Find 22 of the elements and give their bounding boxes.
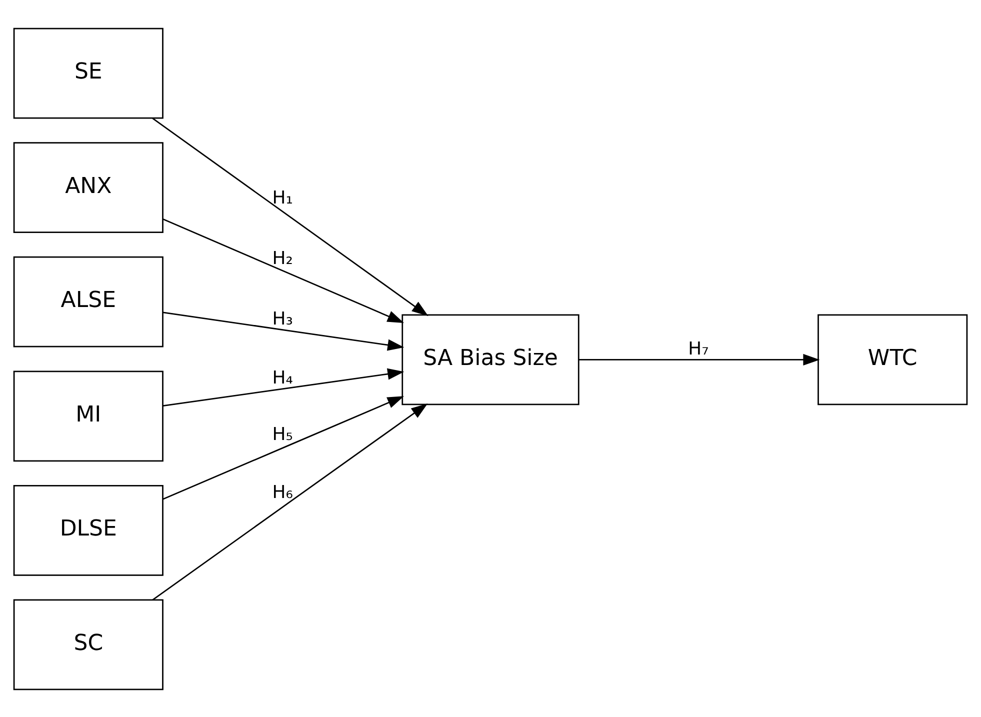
node-box: ALSE xyxy=(13,256,164,347)
arrow xyxy=(579,353,820,365)
edge-label: H₂ xyxy=(272,247,293,268)
arrow xyxy=(152,117,428,316)
edge-label: H₇ xyxy=(688,338,709,360)
arrow xyxy=(152,403,428,600)
edge-label: H₅ xyxy=(272,424,293,445)
node-box: MI xyxy=(13,370,164,462)
edge-label: H₄ xyxy=(272,367,293,388)
edge-label: H₁ xyxy=(272,186,293,208)
node-box: ANX xyxy=(13,142,164,232)
node-box: DLSE xyxy=(13,484,164,576)
edge-label: H₆ xyxy=(272,481,293,502)
node-box: WTC xyxy=(818,314,968,405)
arrow xyxy=(162,311,404,350)
node-box: SE xyxy=(13,27,164,118)
edge-label: H₃ xyxy=(272,308,293,329)
node-box: SC xyxy=(13,598,164,690)
arrow xyxy=(162,368,404,406)
arrow xyxy=(162,218,404,322)
arrow xyxy=(162,396,404,500)
node-box: SA Bias Size xyxy=(402,314,580,405)
